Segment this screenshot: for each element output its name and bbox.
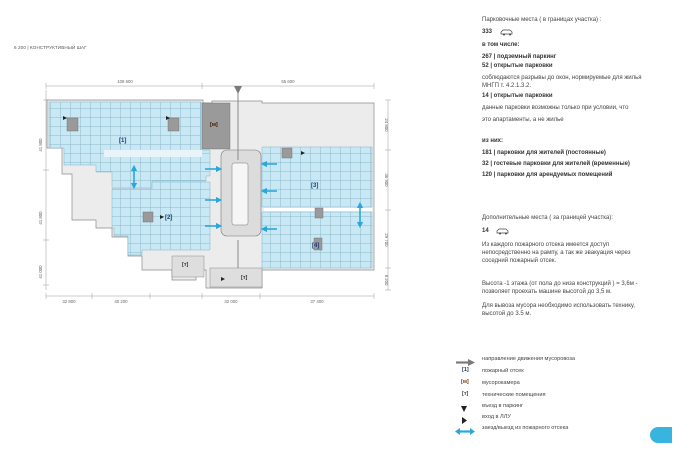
tech-label-1: [т] <box>182 262 189 268</box>
residents-count: 181 | парковки для жителей (постоянные) <box>482 150 606 156</box>
legend-item-parking-entry: въезд в паркинг <box>454 401 524 412</box>
waste-room <box>201 102 231 150</box>
legend-item-fire-section: [1] пожарный отсек <box>454 366 524 375</box>
llu-entrances <box>63 116 305 281</box>
legend-item-llu-entry: вход в ЛЛУ <box>454 412 511 424</box>
section-3-label: [3] <box>311 183 318 189</box>
section-4-label: [4] <box>312 243 319 249</box>
dim-bottom-4: 37 400 <box>310 299 324 304</box>
dimension-lines <box>43 83 391 299</box>
parking-title: Парковочные места ( в границах участка) … <box>482 17 602 23</box>
dim-right-3: 29 700 <box>384 233 389 247</box>
underground-count: 267 | подземный паркинг <box>482 54 557 60</box>
dim-bottom-1: 32 800 <box>62 299 76 304</box>
rent-count: 120 | парковки для арендуемых помещений <box>482 172 613 178</box>
dim-right-4: 8 200 <box>384 275 389 286</box>
height-note: Высота -1 этажа (от пола до низа констру… <box>482 281 638 295</box>
dim-right-1: 24 800 <box>384 118 389 132</box>
dim-right-2: 36 900 <box>384 173 389 187</box>
legend-label: пожарный отсек <box>482 367 524 374</box>
section-2-label: [2] <box>165 215 172 221</box>
legend-item-waste-room: [м] мусорокамера <box>454 378 520 387</box>
triangle-down-icon <box>454 401 476 412</box>
condition-line-1: данные парковки возможны только при усло… <box>482 105 629 111</box>
dim-top-1: 108 600 <box>117 79 133 84</box>
tech-label-2: [т] <box>241 275 248 281</box>
fire-section-3-area <box>261 146 373 208</box>
car-icon <box>496 228 509 235</box>
legend-label: въезд в паркинг <box>482 402 524 409</box>
legend-label: направление движения мусоровоза <box>482 355 576 362</box>
dim-bottom-2: 40 200 <box>114 299 128 304</box>
fire-exit-arrows <box>130 160 364 233</box>
legend-item-technical: [т] технические помещения <box>454 390 546 399</box>
waste-note: Для вывоза мусора необходимо использоват… <box>482 303 635 317</box>
waste-label: [м] <box>210 122 218 128</box>
of-them-label: из них: <box>482 138 503 144</box>
dim-left-2: 41 800 <box>38 211 43 225</box>
car-icon <box>500 29 513 36</box>
open-parking-14: 14 | открытые парковки <box>482 93 553 99</box>
dim-left-3: 41 000 <box>38 265 43 279</box>
waste-room-badge: [м] <box>461 379 469 385</box>
technical-room-badge: [т] <box>462 391 469 397</box>
driveway <box>104 150 202 157</box>
structural-step-label: 6 200 | КОНСТРУКТИВНЫЙ ШАГ <box>14 45 87 50</box>
parking-total: 333 <box>482 29 493 35</box>
dim-left-1: 41 800 <box>38 138 43 152</box>
dim-bottom-3: 32 000 <box>224 299 238 304</box>
triangle-right-icon <box>454 412 476 424</box>
blue-double-arrow-icon <box>454 423 476 435</box>
legend-label: технические помещения <box>482 391 546 398</box>
gaps-note: соблюдаются разрывы до окон, нормируемые… <box>482 75 642 89</box>
section-1-label: [1] <box>119 138 126 144</box>
extra-total: 14 <box>482 228 489 234</box>
fire-access-note: Из каждого пожарного отсека имеется дост… <box>482 242 631 264</box>
open-parking-52: 52 | открытые парковки <box>482 63 553 69</box>
technical-room-1 <box>171 255 205 278</box>
condition-line-2: это апартаменты, а не жилье <box>482 117 564 123</box>
guests-count: 32 | гостевые парковки для жителей (врем… <box>482 161 630 167</box>
extra-title: Дополнительные места ( за границей участ… <box>482 215 613 221</box>
legend-item-waste-route: направление движения мусоровоза <box>454 354 576 366</box>
waste-truck <box>231 162 249 226</box>
parking-plan: 108 600 55 600 32 800 40 200 32 000 37 4… <box>38 79 391 304</box>
fire-section-badge: [1] <box>462 367 469 373</box>
including-label: в том числе: <box>482 42 520 48</box>
legend-label: заезд/выезд из пожарного отсека <box>482 424 569 431</box>
legend-label: мусорокамера <box>482 379 520 386</box>
triangle-down-icon <box>234 86 242 94</box>
dim-top-2: 55 600 <box>281 79 295 84</box>
gray-arrow-icon <box>454 354 476 366</box>
legend-item-fire-exit: заезд/выезд из пожарного отсека <box>454 423 569 435</box>
stair-cores <box>66 117 324 251</box>
technical-room-2 <box>209 267 263 288</box>
legend-label: вход в ЛЛУ <box>482 413 511 420</box>
page-tab-button[interactable] <box>650 427 672 443</box>
